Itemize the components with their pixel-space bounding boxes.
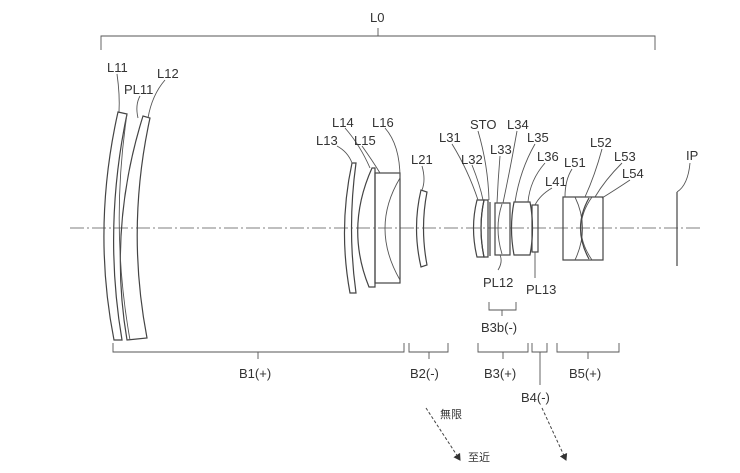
lens-group-b3 (472, 199, 539, 258)
label-sto: STO (470, 117, 497, 132)
l0-label: L0 (370, 10, 384, 25)
label-l15: L15 (354, 133, 376, 148)
l0-bracket: L0 (100, 10, 656, 50)
label-l35: L35 (527, 130, 549, 145)
label-l31: L31 (439, 130, 461, 145)
label-b5: B5(+) (569, 366, 601, 381)
bracket-b4: B4(-) (521, 343, 550, 405)
label-ip: IP (686, 148, 698, 163)
label-l32: L32 (461, 152, 483, 167)
label-b3: B3(+) (484, 366, 516, 381)
label-b3b: B3b(-) (481, 320, 517, 335)
bracket-b5: B5(+) (556, 343, 620, 381)
label-l52: L52 (590, 135, 612, 150)
bracket-b1: B1(+) (112, 343, 405, 381)
label-l14: L14 (332, 115, 354, 130)
lens-l12 (118, 113, 151, 341)
label-b4: B4(-) (521, 390, 550, 405)
label-infinity: 無限 (440, 407, 462, 421)
label-b2: B2(-) (410, 366, 439, 381)
label-l54: L54 (622, 166, 644, 181)
label-l36: L36 (537, 149, 559, 164)
label-l21: L21 (411, 152, 433, 167)
label-l11: L11 (107, 60, 128, 75)
label-close: 至近 (468, 451, 490, 464)
label-pl12: PL12 (483, 275, 513, 290)
label-l41: L41 (545, 174, 567, 189)
label-l12: L12 (157, 66, 179, 81)
bracket-b3: B3(+) (477, 343, 529, 381)
leader-lines (116, 73, 691, 278)
label-b1: B1(+) (239, 366, 271, 381)
focus-arrow-b2 (425, 407, 461, 461)
label-pl11: PL11 (124, 82, 153, 97)
lens-l21 (415, 189, 428, 268)
label-l34: L34 (507, 117, 529, 132)
label-l53: L53 (614, 149, 636, 164)
bracket-b3b: B3b(-) (481, 302, 517, 335)
label-l33: L33 (490, 142, 512, 157)
label-l51: L51 (564, 155, 586, 170)
lens-l15-l16 (374, 172, 401, 284)
label-l16: L16 (372, 115, 394, 130)
lens-l13 (343, 162, 357, 294)
label-l13: L13 (316, 133, 338, 148)
bracket-b2: B2(-) (408, 343, 449, 381)
lens-l14 (357, 167, 376, 288)
focus-arrow-b4 (541, 407, 568, 461)
label-pl13: PL13 (526, 282, 556, 297)
lens-group-b5 (562, 196, 604, 261)
lens-l11 (103, 111, 128, 341)
